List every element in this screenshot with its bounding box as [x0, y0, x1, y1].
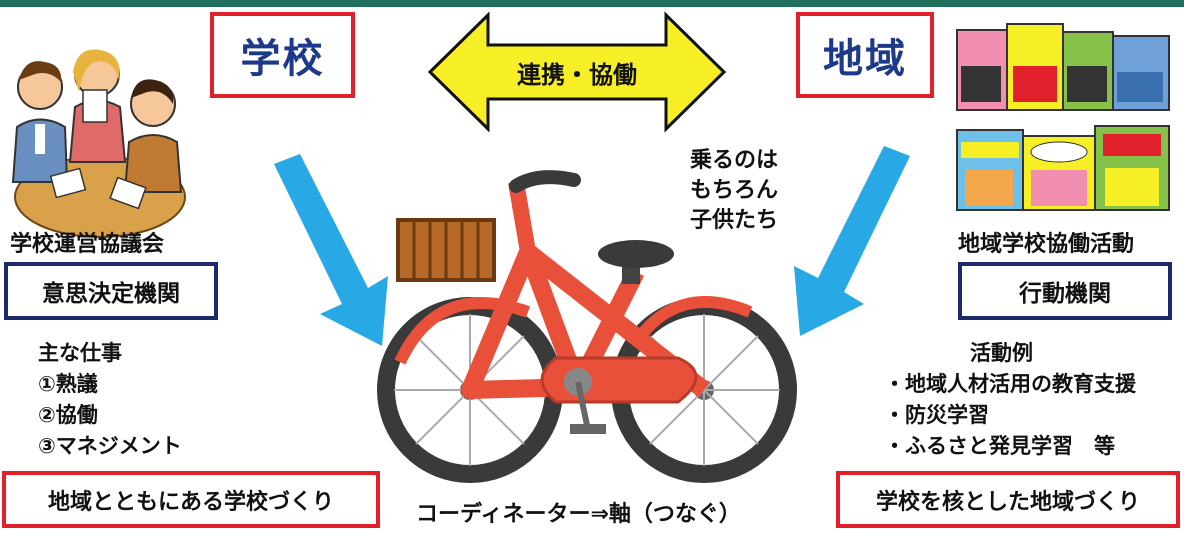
examples-heading: 活動例 — [970, 341, 1033, 365]
left-down-arrow-icon — [274, 154, 388, 346]
community-goal: 学校を核とした地域づくり — [875, 489, 1140, 515]
school-role-box: 意思決定機関 — [4, 262, 218, 320]
double-arrow-icon — [427, 11, 727, 133]
example-item: ・防災学習 — [884, 403, 989, 427]
activity-label: 地域学校協働活動 — [958, 232, 1135, 257]
community-title: 地域 — [823, 36, 907, 82]
community-role: 行動機関 — [1019, 281, 1111, 307]
school-title: 学校 — [240, 36, 325, 82]
example-item: ・地域人材活用の教育支援 — [884, 372, 1136, 396]
bicycle-icon — [377, 170, 797, 483]
riders-text: 乗るのは もちろん 子供たち — [690, 146, 778, 236]
collaboration-label: 連携・協働 — [517, 61, 637, 89]
council-label: 学校運営協議会 — [10, 232, 165, 257]
school-goal-box: 地域とともにある学校づくり — [2, 471, 380, 528]
shop-street-icon — [956, 23, 1170, 211]
meeting-people-icon — [11, 49, 186, 238]
duty-item: ③マネジメント — [38, 434, 182, 458]
riders-line: 子供たち — [690, 208, 779, 233]
examples-list: 活動例 ・地域人材活用の教育支援 ・防災学習 ・ふるさと発見学習 等 — [884, 338, 1136, 462]
community-goal-box: 学校を核とした地域づくり — [836, 471, 1180, 528]
school-role: 意思決定機関 — [42, 281, 180, 307]
school-title-box: 学校 — [210, 12, 355, 98]
duties-list: 主な仕事 ①熟議 ②協働 ③マネジメント — [38, 338, 182, 462]
coordinator-axle-label: コーディネーター⇒軸（つなぐ） — [416, 502, 741, 527]
riders-line: もちろん — [690, 178, 779, 203]
school-goal: 地域とともにある学校づくり — [47, 489, 334, 515]
duties-heading: 主な仕事 — [38, 341, 122, 365]
riders-line: 乗るのは — [690, 148, 779, 173]
right-down-arrow-icon — [794, 146, 910, 336]
community-role-box: 行動機関 — [958, 262, 1172, 320]
duty-item: ②協働 — [38, 403, 98, 427]
duty-item: ①熟議 — [38, 372, 98, 396]
top-bar — [0, 0, 1184, 7]
example-item: ・ふるさと発見学習 等 — [884, 434, 1115, 458]
community-title-box: 地域 — [796, 12, 934, 98]
